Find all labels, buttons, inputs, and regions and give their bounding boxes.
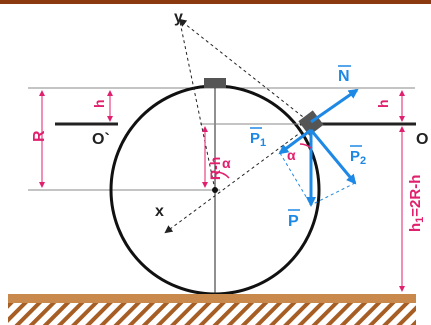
force-n-arrow [310, 88, 359, 124]
alpha-center-arc [214, 171, 230, 179]
label-h1-sub: 1 [414, 217, 426, 223]
top-block-icon [204, 78, 226, 88]
label-h1-main: h [407, 223, 424, 232]
label-y: y [174, 9, 183, 26]
center-point [212, 187, 218, 193]
y-axis-ext [178, 18, 313, 125]
force-p1-arrow [278, 128, 312, 155]
label-p1-sub: 1 [260, 137, 266, 149]
label-o-prime: O` [92, 131, 110, 148]
label-h-left: h [91, 99, 107, 108]
label-h1-expr: =2R-h [407, 175, 424, 217]
label-h1: h1=2R-h [407, 175, 426, 232]
x-axis [164, 123, 313, 234]
label-p1-main: P [250, 130, 260, 147]
label-p2-main: P [350, 148, 360, 165]
construction-line-2 [310, 182, 356, 206]
label-h-right: h [375, 99, 391, 108]
top-bar [0, 0, 431, 4]
construction-line-1 [279, 152, 312, 206]
alpha-block-arc [299, 143, 312, 149]
label-p1: P1 [250, 130, 266, 149]
label-x: x [155, 203, 164, 220]
label-r: R [31, 130, 48, 142]
force-p2-arrow [309, 129, 357, 185]
ground-surface [8, 294, 416, 303]
label-p2: P2 [350, 148, 366, 167]
label-alpha-block: α [287, 147, 296, 163]
label-alpha-center: α [222, 155, 231, 171]
label-r-minus-h: R-h [207, 157, 223, 180]
hatched-ground-icon [8, 303, 416, 325]
y-axis [179, 21, 216, 191]
label-p: P [288, 213, 299, 230]
label-n: N [338, 68, 350, 85]
label-p2-sub: 2 [360, 155, 366, 167]
label-o: O [416, 131, 428, 148]
